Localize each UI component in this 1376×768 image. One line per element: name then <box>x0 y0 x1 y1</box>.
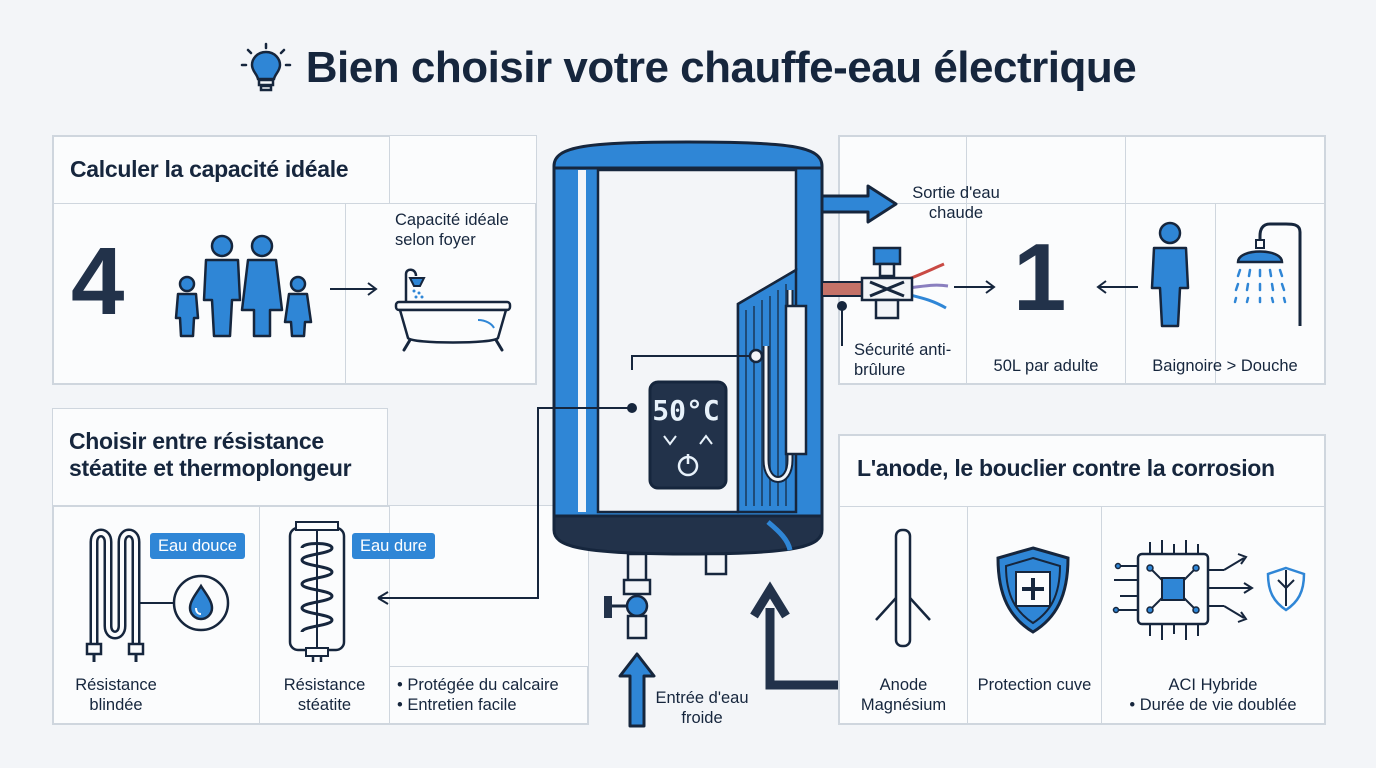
ideal-capacity-label: Capacité idéale selon foyer <box>395 211 509 249</box>
lightbulb-icon <box>240 42 292 92</box>
bathtub-icon <box>394 268 512 352</box>
household-count: 4 <box>71 228 125 335</box>
connector-line <box>138 602 176 604</box>
person-icon <box>1150 221 1190 328</box>
arrow-right-icon <box>330 282 378 296</box>
per-person-count: 1 <box>1013 224 1067 331</box>
cold-water-inlet-label: Entrée d'eau froide <box>655 689 749 727</box>
arrow-left-icon <box>1096 280 1138 294</box>
magnesium-anode-icon <box>875 528 931 648</box>
magnesium-anode-label: Anode Magnésium <box>860 676 947 714</box>
adult-cell <box>966 203 1126 384</box>
tank-protection-label: Protection cuve <box>977 676 1092 694</box>
capacity-title-cell <box>53 136 390 204</box>
anode-panel: L'anode, le bouclier contre la corrosion… <box>838 434 1326 725</box>
water-heater: 50°C <box>377 140 898 728</box>
hot-water-outlet-label: Sortie d'eau chaude <box>912 184 1000 222</box>
shower-cell <box>1215 203 1325 384</box>
bath-vs-shower-label: Baignoire > Douche <box>1152 357 1298 375</box>
page-header: Bien choisir votre chauffe-eau électriqu… <box>0 38 1376 98</box>
shower-icon <box>1233 222 1302 326</box>
water-drop-icon <box>172 574 230 632</box>
page-title: Bien choisir votre chauffe-eau électriqu… <box>305 43 1137 92</box>
aci-cell <box>1101 506 1325 724</box>
aci-chip-icon <box>1112 540 1306 640</box>
shielded-resistance-label: Résistance blindée <box>75 676 157 714</box>
steatite-resistance-icon <box>288 521 346 662</box>
capacity-bath-cell <box>345 203 536 384</box>
grid-cell-3 <box>1125 136 1325 204</box>
adult-capacity-label: 50L par adulte <box>993 357 1099 375</box>
shield-icon <box>996 546 1070 634</box>
anode-title-cell <box>839 435 1325 507</box>
safety-pointer <box>837 301 847 346</box>
arrow-right-icon <box>954 280 996 294</box>
aci-benefit-label: • Durée de vie doublée <box>1129 696 1297 714</box>
shielded-resistance-icon <box>85 528 145 662</box>
steatite-resistance-label: Résistance stéatite <box>283 676 366 714</box>
display-temperature: 50°C <box>652 394 719 427</box>
steatite-benefit-1: • Protégée du calcaire <box>397 676 559 694</box>
steatite-benefit-2: • Entretien facile <box>397 696 517 714</box>
soft-water-tag: Eau douce <box>150 533 245 559</box>
resistance-title: Choisir entre résistance stéatite et the… <box>69 428 352 481</box>
grid-cell-2 <box>966 136 1126 204</box>
aci-hybrid-label: ACI Hybride <box>1168 676 1258 694</box>
hard-water-tag: Eau dure <box>352 533 435 559</box>
steatite-benefits-cell <box>389 666 588 724</box>
anode-title: L'anode, le bouclier contre la corrosion <box>857 455 1275 481</box>
capacity-title: Calculer la capacité idéale <box>70 156 349 182</box>
anti-scald-safety-label: Sécurité anti-brûlure <box>854 341 952 379</box>
family-icon <box>174 234 313 338</box>
safety-valve-icon <box>860 246 949 320</box>
